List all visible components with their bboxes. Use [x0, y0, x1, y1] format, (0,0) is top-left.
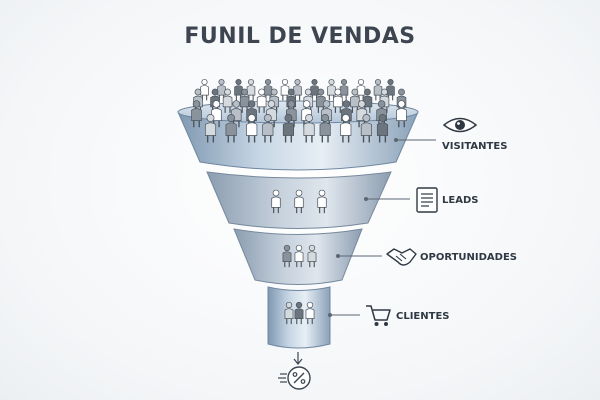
person-figure [191, 100, 202, 128]
stage-label-visitantes: VISITANTES [442, 141, 507, 152]
oportunidades-people-group [282, 244, 317, 268]
person-figure [222, 88, 233, 113]
person-figure [360, 114, 372, 143]
person-figure [376, 114, 389, 143]
person-figure [280, 78, 290, 101]
connector-visitantes [394, 138, 436, 142]
leads-people-group [271, 189, 327, 214]
person-figure [200, 78, 209, 101]
person-figure [396, 100, 407, 128]
person-figure [356, 78, 366, 101]
diagram-title: FUNIL DE VENDAS [184, 24, 416, 49]
person-figure [386, 78, 395, 101]
stage-label-leads: LEADS [442, 195, 478, 206]
person-figure [294, 301, 304, 325]
shopping-cart-icon [366, 305, 391, 326]
person-figure [305, 301, 315, 325]
person-figure [293, 78, 302, 101]
person-figure [339, 78, 349, 101]
person-figure [282, 114, 294, 143]
connector-leads [364, 197, 410, 201]
handshake-icon [386, 248, 417, 266]
funnel-tier-visitantes [177, 78, 419, 171]
person-figure [340, 114, 352, 143]
person-figure [294, 244, 304, 268]
funnel-tier-oportunidades [233, 228, 363, 285]
stage-label-oportunidades: OPORTUNIDADES [420, 252, 517, 263]
person-figure [282, 244, 292, 268]
person-figure [327, 78, 336, 101]
person-figure [234, 78, 243, 101]
person-figure [239, 88, 250, 113]
person-figure [294, 189, 304, 214]
person-figure [303, 114, 315, 143]
person-figure [307, 244, 317, 268]
funnel-tier-leads [206, 171, 392, 229]
person-figure [225, 114, 237, 143]
output-arrow [293, 352, 303, 365]
connector-oportunidades [336, 254, 382, 258]
person-figure [256, 88, 267, 113]
person-figure [271, 189, 281, 214]
person-figure [317, 189, 327, 214]
person-figure [262, 114, 274, 143]
person-figure [333, 88, 343, 113]
person-figure [319, 114, 331, 143]
person-figure [204, 114, 217, 143]
person-figure [286, 100, 297, 128]
eye-icon [442, 117, 478, 133]
crowd-people-group [191, 78, 407, 143]
document-icon [416, 187, 438, 213]
person-figure [284, 301, 294, 325]
connector-clientes [328, 313, 360, 317]
stage-label-clientes: CLIENTES [396, 311, 450, 322]
funnel-tier-clientes [267, 286, 331, 349]
percent-coin-icon [278, 366, 311, 390]
clientes-people-group [284, 301, 315, 325]
person-figure [246, 114, 258, 143]
